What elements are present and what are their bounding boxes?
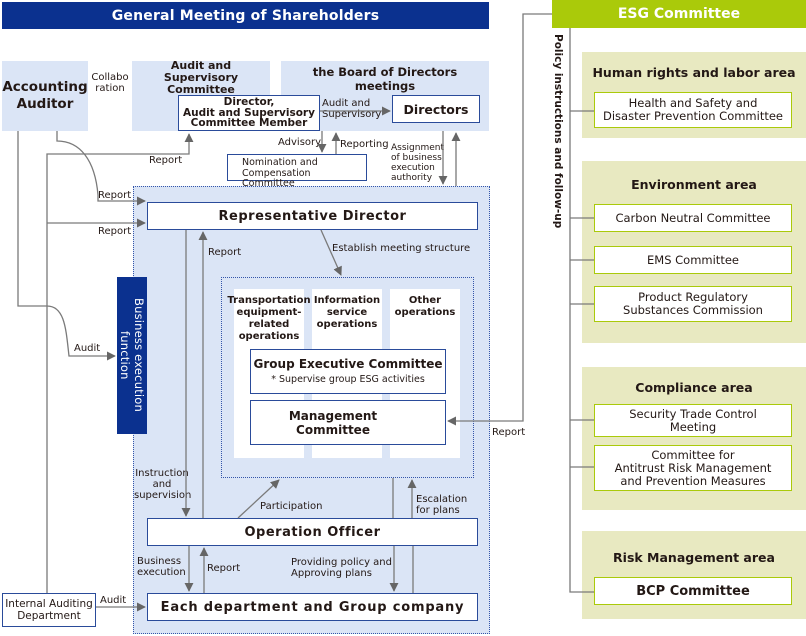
general-meeting-label: General Meeting of Shareholders [111, 7, 380, 24]
accounting-auditor-label: Accounting Auditor [2, 79, 88, 112]
collaboration-label: Collabo ration [91, 72, 129, 94]
assignment-label: Assignment of business execution authori… [391, 143, 444, 183]
participation-label: Participation [260, 501, 323, 512]
director-committee-member-box: Director, Audit and Supervisory Committe… [178, 95, 320, 131]
management-committee-box: Management Committee [250, 400, 446, 445]
policy-label-wrap: Policy instructions and follow-up [549, 34, 567, 234]
business-execution-function-label: Business execution function [118, 298, 146, 413]
each-department-box: Each department and Group company [147, 593, 478, 621]
report-label-1: Report [98, 190, 132, 201]
instruction-label: Instruction and supervision [134, 468, 192, 501]
report-label-2: Report [98, 226, 132, 237]
area-title-risk-management: Risk Management area [613, 549, 775, 565]
representative-director-box: Representative Director [147, 202, 478, 230]
area-title-human-rights: Human rights and labor area [592, 64, 796, 80]
advisory-label: Advisory [278, 137, 322, 148]
escalation-label: Escalation for plans [416, 494, 468, 516]
group-executive-title: Group Executive Committee [253, 357, 443, 371]
business-execution-label: Business execution [137, 556, 186, 578]
committee-ems: EMS Committee [594, 246, 792, 274]
internal-auditing-box: Internal Auditing Department [2, 593, 96, 627]
committee-antitrust: Committee for Antitrust Risk Management … [594, 445, 792, 491]
directors-box: Directors [392, 95, 480, 123]
report-to-director-label: Report [149, 155, 183, 166]
auditor-audit-line [17, 131, 116, 361]
board-title: the Board of Directors meetings [312, 65, 458, 93]
business-execution-function-banner: Business execution function [117, 277, 147, 434]
area-risk-management [582, 531, 806, 619]
operation-officer-box: Operation Officer [147, 518, 478, 546]
committee-health-safety: Health and Safety and Disaster Preventio… [594, 92, 792, 128]
audit-committee-title: Audit and Supervisory Committee [163, 59, 239, 96]
committee-security-trade: Security Trade Control Meeting [594, 404, 792, 437]
report-up-label: Report [208, 247, 242, 258]
policy-instructions-label: Policy instructions and follow-up [552, 34, 564, 229]
committee-product-regulatory: Product Regulatory Substances Commission [594, 286, 792, 322]
group-executive-committee-box: Group Executive Committee * Supervise gr… [250, 349, 446, 394]
area-title-environment: Environment area [631, 176, 757, 192]
esg-committee-banner: ESG Committee [552, 0, 806, 28]
providing-policy-label: Providing policy and Approving plans [291, 557, 392, 579]
area-title-compliance: Compliance area [635, 379, 753, 395]
report-down-label: Report [207, 563, 241, 574]
reporting-label: Reporting [340, 139, 389, 150]
esg-committee-label: ESG Committee [617, 6, 741, 22]
audit-supervisory-label: Audit and Supervisory [322, 98, 382, 120]
audit-bottom-label: Audit [100, 595, 127, 606]
committee-carbon-neutral: Carbon Neutral Committee [594, 204, 792, 232]
accounting-auditor-panel [2, 61, 88, 131]
establish-label: Establish meeting structure [332, 243, 471, 254]
nomination-committee-box: Nomination and Compensation Committee [227, 154, 367, 189]
general-meeting-banner: General Meeting of Shareholders [2, 2, 489, 29]
group-executive-note: * Supervise group ESG activities [271, 374, 425, 385]
report-esg-label: Report [492, 427, 526, 438]
audit-left-label: Audit [74, 343, 101, 354]
committee-bcp: BCP Committee [594, 577, 792, 605]
